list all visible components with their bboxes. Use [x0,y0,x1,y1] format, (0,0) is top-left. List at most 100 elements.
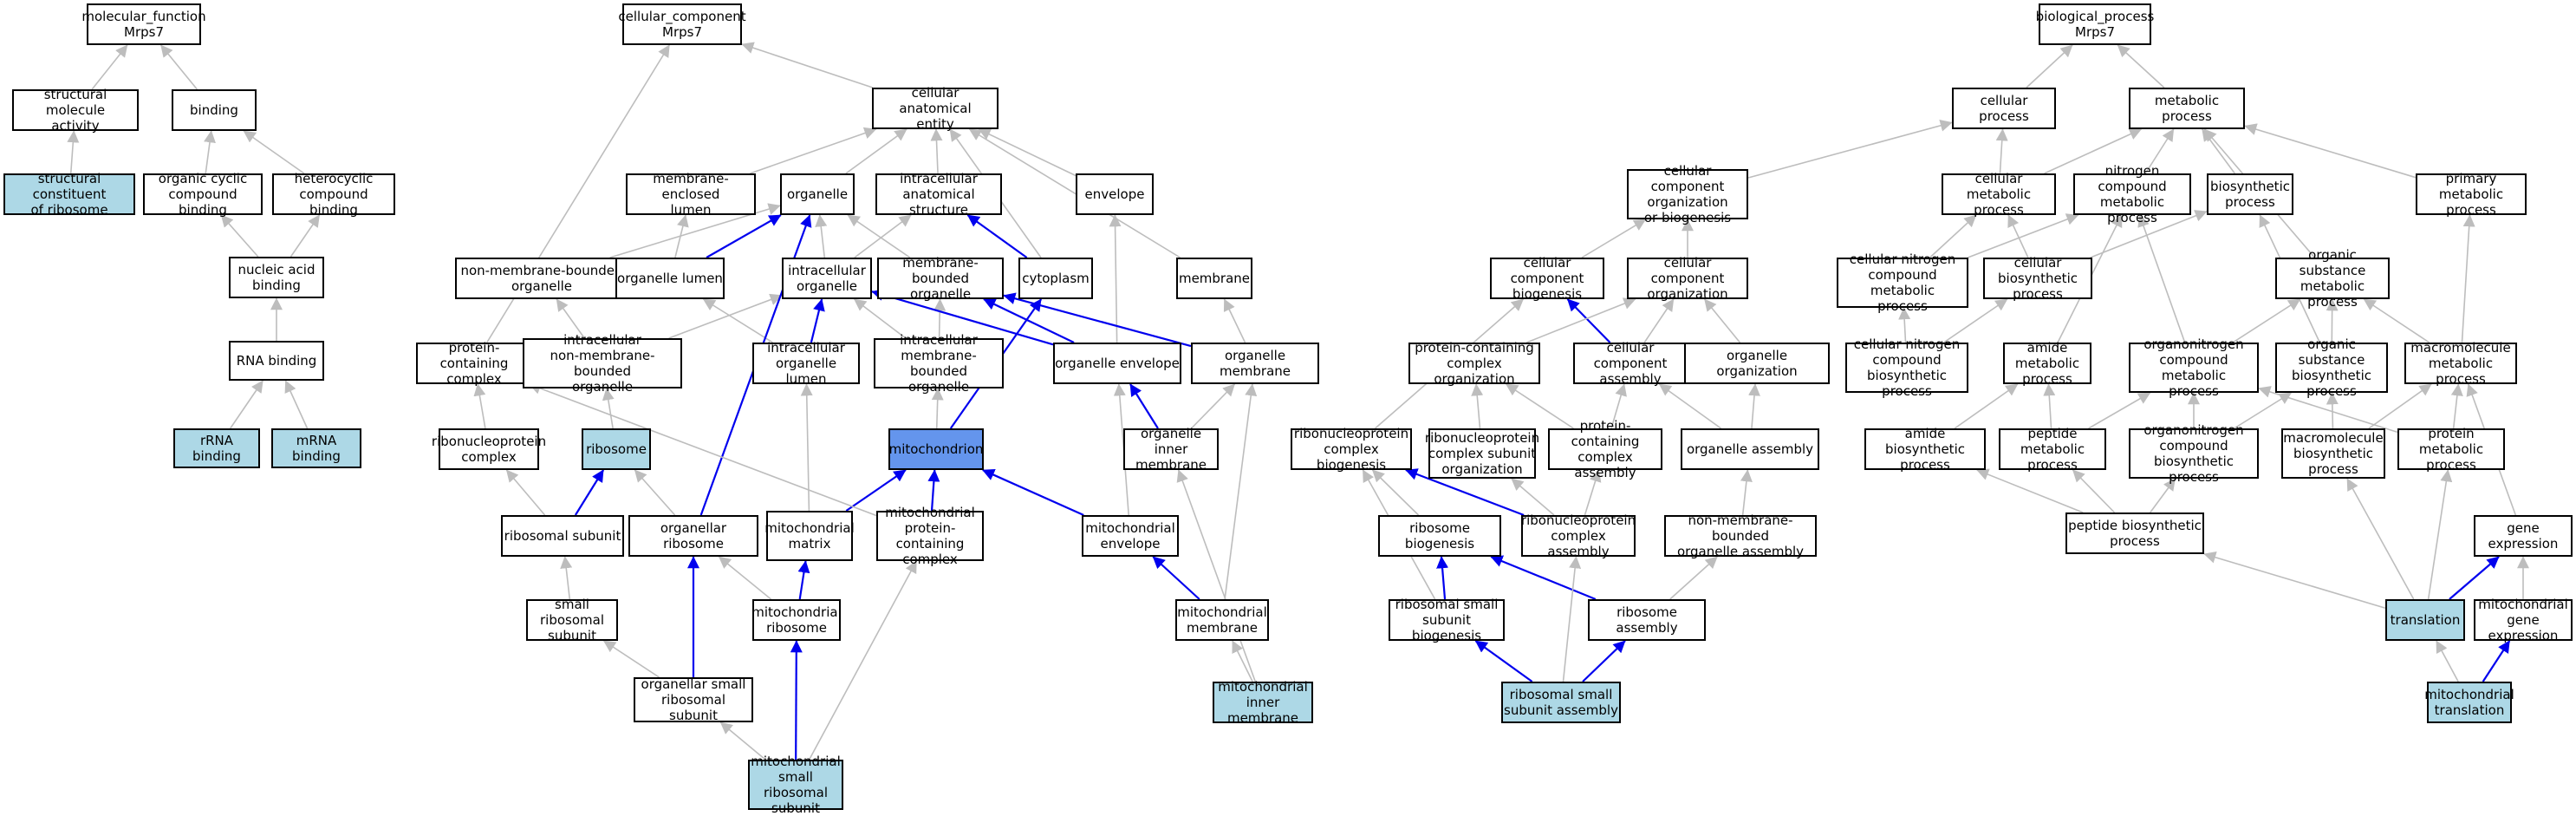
go-term-node-mpcc: mitochondrial protein-containing complex [876,511,984,561]
edge-oim-to-org_env [1130,384,1158,428]
go-term-node-mmem: mitochondrial membrane [1175,599,1269,641]
edge-ico-to-organelle [820,215,825,258]
go-term-node-cae: cellular anatomical entity [872,88,999,129]
go-term-node-inmbo: intracellular non-membrane-bounded organ… [523,338,682,388]
edge-oncmp-to-ncmp [2140,215,2185,343]
go-term-node-rnp: ribonucleoprotein complex [439,428,539,470]
edge-mrna_b-to-rna_b [285,381,307,428]
go-term-node-rsub: ribosomal subunit [501,515,624,557]
go-term-node-cca: cellular component assembly [1573,343,1688,384]
go-term-node-ias: intracellular anatomical structure [875,173,1002,215]
go-term-node-biosyn: biosynthetic process [2207,173,2293,215]
edge-org_lumen-to-organelle [706,215,781,258]
go-term-node-org-cyclic: organic cyclic compound binding [143,173,263,215]
go-term-node-orgrib: organellar ribosome [628,515,758,557]
go-term-node-osmp: organic substance metabolic process [2275,258,2390,299]
edge-cca-to-ccorg [1644,299,1674,343]
go-term-node-cytoplasm: cytoplasm [1018,258,1093,299]
go-term-node-cncmp: cellular nitrogen compound metabolic pro… [1837,258,1968,308]
go-term-node-pepbp: peptide biosynthetic process [2065,512,2204,554]
go-term-node-ccbio: cellular component biogenesis [1490,258,1604,299]
go-term-node-transl: translation [2385,599,2465,641]
edge-mbo-to-organelle [848,215,910,258]
go-term-node-oncbp: organonitrogen compound biosynthetic pro… [2129,428,2259,479]
go-term-node-org-env: organelle envelope [1053,343,1181,384]
edge-transl-to-pepbp [2204,554,2385,608]
go-term-node-ncmp: nitrogen compound metabolic process [2073,173,2191,215]
edge-rnpca-to-rnpcso [1512,479,1554,515]
edge-ccob-to-cellproc [1748,122,1952,178]
go-term-node-nmbo: non-membrane-bounded organelle [455,258,628,299]
go-term-node-orgasm: organelle assembly [1681,428,1819,470]
edge-nmboa-to-orgasm [1743,470,1748,515]
edge-transl-to-mbp [2347,479,2414,599]
go-term-node-cncbp: cellular nitrogen compound biosynthetic … [1845,343,1968,393]
go-term-node-geneexp: gene expression [2474,515,2573,557]
go-term-node-mf-root: molecular_function Mrps7 [87,3,201,45]
edge-nucleic-to-hetero [291,215,320,257]
edge-ic_lumen-to-ico [811,299,822,343]
edge-ribasm-to-ribbio [1491,557,1596,599]
go-term-node-struct-mol: structural molecule activity [12,89,139,131]
go-term-node-rssa: ribosomal small subunit assembly [1501,682,1621,723]
edge-layer [71,44,2523,760]
edge-cbp-to-cmp [2008,215,2028,258]
go-term-node-rnpca: ribonucleoprotein complex assembly [1521,515,1636,557]
go-term-node-menv: mitochondrial envelope [1082,515,1179,557]
edge-msrs-to-mrib [796,641,797,760]
go-term-node-mrib: mitochondrial ribosome [752,599,841,641]
edge-cmp-to-cellproc [2000,129,2002,173]
edge-ribasm-to-nmboa [1670,557,1718,599]
edge-mmem-to-org_mem [1225,384,1252,599]
edge-pepbp-to-abp [1977,470,2083,512]
edge-cncmp-to-ncmp [1968,215,2078,258]
edge-cae-to-cc_root [742,44,873,88]
edge-pmp-to-metproc [2245,126,2416,177]
go-term-node-ribasm: ribosome assembly [1588,599,1706,641]
edge-cytoplasm-to-ias [967,215,1026,258]
edge-org_env-to-envelope [1115,215,1116,343]
edge-biosyn-to-metproc [2202,129,2235,173]
go-term-node-struct-const: structural constituent of ribosome [3,173,135,215]
edge-mim-to-oim [1179,470,1256,682]
go-term-node-ccorg: cellular component organization [1627,258,1748,299]
go-term-node-abp: amide biosynthetic process [1864,428,1986,470]
edge-cellproc-to-bp_root [2026,45,2072,88]
edge-ias-to-cae [936,129,938,173]
go-term-node-rnpcb: ribonucleoprotein complex biogenesis [1291,428,1412,470]
go-term-node-mem-lumen: membrane-enclosed lumen [626,173,756,215]
go-term-node-mim: mitochondrial inner membrane [1213,682,1313,723]
go-term-node-binding: binding [172,89,257,131]
go-term-node-organelle: organelle [780,173,855,215]
edge-mem_lumen-to-cae [750,129,875,173]
go-term-node-nucleic: nucleic acid binding [229,257,324,298]
go-term-node-amp: amide metabolic process [2003,343,2091,384]
go-term-node-srs: small ribosomal subunit [526,599,618,641]
go-term-node-mmatrix: mitochondrial matrix [766,511,853,561]
edge-srs-to-rsub [565,557,570,599]
go-term-node-imbo: intracellular membrane-bounded organelle [874,338,1004,388]
edge-org_mem-to-membrane [1225,299,1246,343]
edge-hetero-to-binding [244,131,304,173]
go-term-node-ic-lumen: intracellular organelle lumen [752,343,860,384]
go-term-node-cbp: cellular biosynthetic process [1983,258,2092,299]
edge-pcco-to-ccorg [1526,299,1636,343]
go-term-node-ico: intracellular organelle [782,258,872,299]
go-term-node-rnpcso: ribonucleoprotein complex subunit organi… [1428,428,1536,479]
edge-mmem-to-menv [1153,557,1200,599]
edge-transl-to-protmp [2429,470,2449,599]
go-term-node-pepmp: peptide metabolic process [1999,428,2106,470]
edge-nucleic-to-org_cyclic [221,215,258,257]
edge-osrs-to-srs [604,641,660,677]
edge-pepmp-to-amp [2048,384,2051,428]
edge-rssb-to-ribbio [1441,557,1445,599]
go-term-node-pmp: primary metabolic process [2416,173,2527,215]
go-term-node-org-lumen: organelle lumen [615,258,725,299]
go-term-node-nmboa: non-membrane-bounded organelle assembly [1664,515,1817,557]
edge-rssa-to-rnpca [1564,557,1577,682]
go-term-node-pcco: protein-containing complex organization [1408,343,1540,384]
go-term-node-mrna-b: mRNA binding [271,428,361,468]
go-term-node-protmp: protein metabolic process [2397,428,2505,470]
go-term-node-pcc: protein-containing complex [416,343,532,384]
go-term-node-oim: organelle inner membrane [1123,428,1219,470]
